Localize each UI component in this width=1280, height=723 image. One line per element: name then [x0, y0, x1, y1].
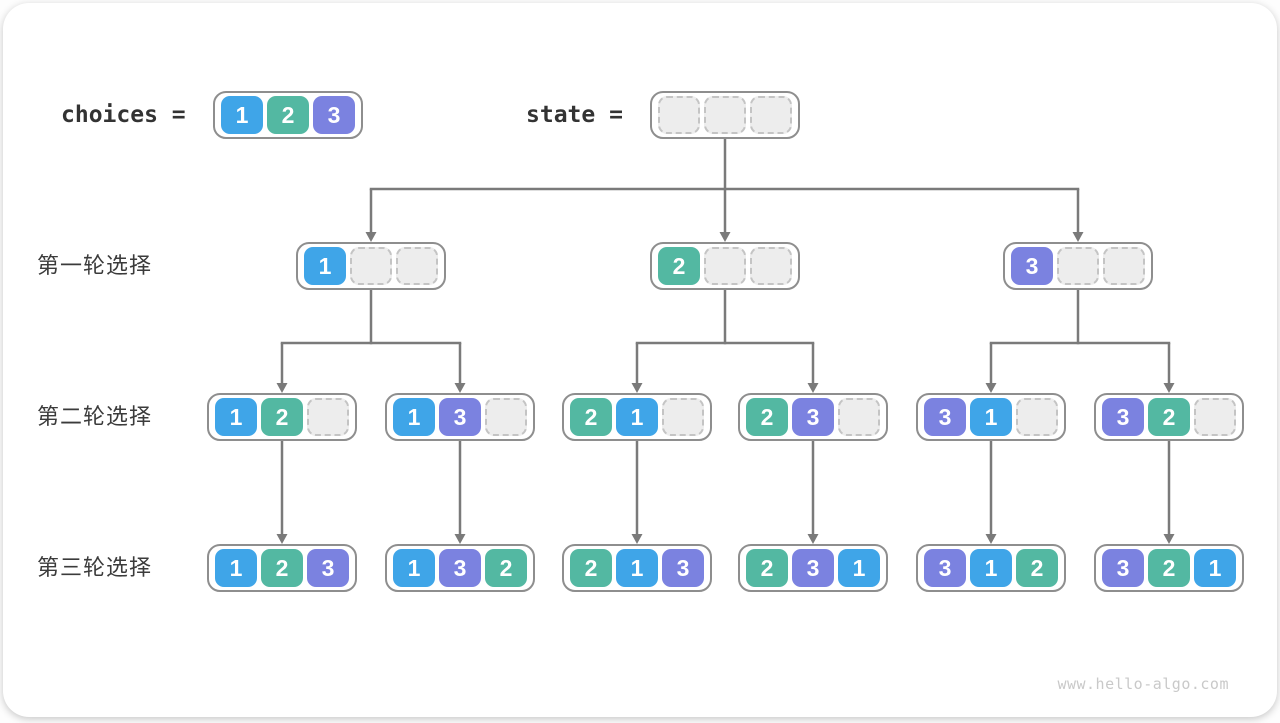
round-2-box-3-cell-2: 2 [570, 398, 612, 436]
round-2-box-2-empty-cell [485, 398, 527, 436]
round-1-box-2-empty-cell [704, 247, 746, 285]
round-2-box-5-empty-cell [1016, 398, 1058, 436]
round-1-box-3-empty-cell [1103, 247, 1145, 285]
round-3-box-3-cell-2: 2 [570, 549, 612, 587]
round-2-box-6-empty-cell [1194, 398, 1236, 436]
round-1-box-1: 1 [296, 242, 446, 290]
round-3-box-4-cell-2: 2 [746, 549, 788, 587]
round-3-box-2-cell-1: 1 [393, 549, 435, 587]
round-3-box-3-cell-3: 3 [662, 549, 704, 587]
round-2-box-5-cell-1: 1 [970, 398, 1012, 436]
round-2-box-6-cell-2: 2 [1148, 398, 1190, 436]
round-2-box-1-empty-cell [307, 398, 349, 436]
round-3-box-1-cell-2: 2 [261, 549, 303, 587]
state-box [650, 91, 800, 139]
round-2-box-4-cell-2: 2 [746, 398, 788, 436]
round-1-box-3: 3 [1003, 242, 1153, 290]
round-2-box-1-cell-2: 2 [261, 398, 303, 436]
round-2-box-4-cell-3: 3 [792, 398, 834, 436]
round-3-box-2-cell-2: 2 [485, 549, 527, 587]
choices-cell-2: 2 [267, 96, 309, 134]
round-1-box-2-empty-cell [750, 247, 792, 285]
round-1-box-1-empty-cell [396, 247, 438, 285]
round-3-box-4-cell-3: 3 [792, 549, 834, 587]
watermark: www.hello-algo.com [1057, 675, 1229, 693]
round-2-box-2-cell-1: 1 [393, 398, 435, 436]
choices-cell-1: 1 [221, 96, 263, 134]
round-1-box-2-cell-2: 2 [658, 247, 700, 285]
round-3-label: 第三轮选择 [37, 555, 153, 580]
round-2-box-4-empty-cell [838, 398, 880, 436]
round-1-box-1-cell-1: 1 [304, 247, 346, 285]
round-3-box-1-cell-1: 1 [215, 549, 257, 587]
round-3-box-5-cell-2: 2 [1016, 549, 1058, 587]
round-1-box-3-cell-3: 3 [1011, 247, 1053, 285]
round-3-box-4-cell-1: 1 [838, 549, 880, 587]
round-3-box-6-cell-3: 3 [1102, 549, 1144, 587]
state-empty-cell [658, 96, 700, 134]
tree-connectors [276, 139, 1175, 544]
round-2-box-3-empty-cell [662, 398, 704, 436]
round-3-box-3-cell-1: 1 [616, 549, 658, 587]
state-empty-cell [704, 96, 746, 134]
choices-cell-3: 3 [313, 96, 355, 134]
round-2-box-3-cell-1: 1 [616, 398, 658, 436]
state-label: state = [526, 102, 623, 128]
round-1-box-2: 2 [650, 242, 800, 290]
round-2-box-1-cell-1: 1 [215, 398, 257, 436]
round-3-box-1-cell-3: 3 [307, 549, 349, 587]
round-1-box-1-empty-cell [350, 247, 392, 285]
round-3-box-5-cell-1: 1 [970, 549, 1012, 587]
round-2-box-2-cell-3: 3 [439, 398, 481, 436]
state-empty-cell [750, 96, 792, 134]
round-2-box-6-cell-3: 3 [1102, 398, 1144, 436]
round-3-box-2-cell-3: 3 [439, 549, 481, 587]
round-2-label: 第二轮选择 [37, 404, 153, 429]
round-3-box-6-cell-1: 1 [1194, 549, 1236, 587]
round-3-box-6-cell-2: 2 [1148, 549, 1190, 587]
round-3-box-5-cell-3: 3 [924, 549, 966, 587]
round-2-box-5-cell-3: 3 [924, 398, 966, 436]
round-1-box-3-empty-cell [1057, 247, 1099, 285]
round-1-label: 第一轮选择 [37, 253, 153, 278]
choices-label: choices = [61, 102, 186, 128]
